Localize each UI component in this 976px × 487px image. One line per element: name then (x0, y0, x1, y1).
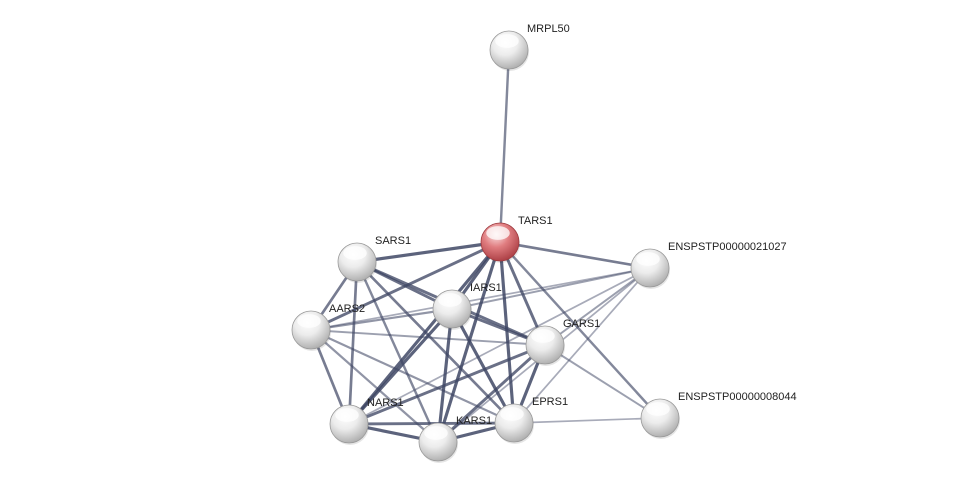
edge-tars1-enspstp00000008044 (498, 240, 662, 420)
edge-aars2-eprs1 (309, 328, 516, 425)
node-sars1[interactable]: SARS1 (337, 235, 411, 283)
edge-nars1-eprs1 (347, 421, 516, 426)
edge-sars1-nars1 (347, 260, 359, 426)
node-iars1[interactable]: IARS1 (432, 282, 502, 330)
node-label: MRPL50 (527, 23, 570, 35)
edge-gars1-enspstp00000008044 (544, 344, 661, 419)
node-highlight (297, 314, 321, 328)
edge-tars1-enspstp00000021027 (498, 240, 652, 270)
edge-nars1-enspstp00000021027 (348, 267, 651, 425)
node-highlight (646, 402, 670, 416)
node-highlight (495, 34, 519, 48)
edge-gars1-kars1 (436, 343, 547, 444)
node-highlight (424, 426, 448, 440)
node-eprs1[interactable]: EPRS1 (494, 396, 568, 444)
node-highlight (343, 246, 367, 260)
node-tars1[interactable]: TARS1 (480, 215, 553, 263)
edge-gars1-nars1 (347, 343, 547, 426)
node-label: NARS1 (367, 397, 404, 409)
edge-aars2-gars1 (310, 329, 546, 346)
node-kars1[interactable]: KARS1 (418, 415, 492, 463)
edge-tars1-sars1 (355, 240, 502, 264)
node-label: SARS1 (375, 235, 411, 247)
node-label: ENSPSTP00000008044 (678, 391, 797, 403)
edge-iars1-eprs1 (450, 307, 516, 425)
node-aars2[interactable]: AARS2 (291, 303, 365, 351)
node-gars1[interactable]: GARS1 (525, 318, 600, 366)
node-enspstp00000021027[interactable]: ENSPSTP00000021027 (630, 241, 787, 289)
edge-iars1-nars1 (347, 307, 454, 426)
edge-tars1-mrpl50 (498, 48, 511, 244)
node-label: EPRS1 (532, 396, 568, 408)
node-label: AARS2 (329, 303, 365, 315)
node-highlight (486, 226, 510, 240)
node-mrpl50[interactable]: MRPL50 (489, 23, 570, 71)
edge-iars1-kars1 (436, 307, 454, 444)
node-highlight (531, 329, 555, 343)
node-highlight (636, 252, 660, 266)
node-highlight (438, 293, 462, 307)
node-label: IARS1 (470, 282, 502, 294)
edge-sars1-kars1 (355, 260, 440, 444)
node-highlight (335, 408, 359, 422)
node-nars1[interactable]: NARS1 (329, 397, 404, 445)
edge-tars1-eprs1 (498, 240, 516, 425)
edge-eprs1-enspstp00000008044 (513, 417, 661, 424)
node-label: ENSPSTP00000021027 (668, 241, 787, 253)
edge-eprs1-enspstp00000021027 (513, 267, 651, 424)
node-label: GARS1 (563, 318, 600, 330)
edge-aars2-enspstp00000021027 (310, 267, 651, 331)
node-label: TARS1 (518, 215, 553, 227)
edge-iars1-enspstp00000021027 (451, 267, 651, 310)
edge-gars1-enspstp00000021027 (544, 267, 651, 346)
node-label: KARS1 (456, 415, 492, 427)
node-enspstp00000008044[interactable]: ENSPSTP00000008044 (640, 391, 797, 439)
edge-iars1-aars2 (309, 307, 454, 332)
node-highlight (500, 407, 524, 421)
